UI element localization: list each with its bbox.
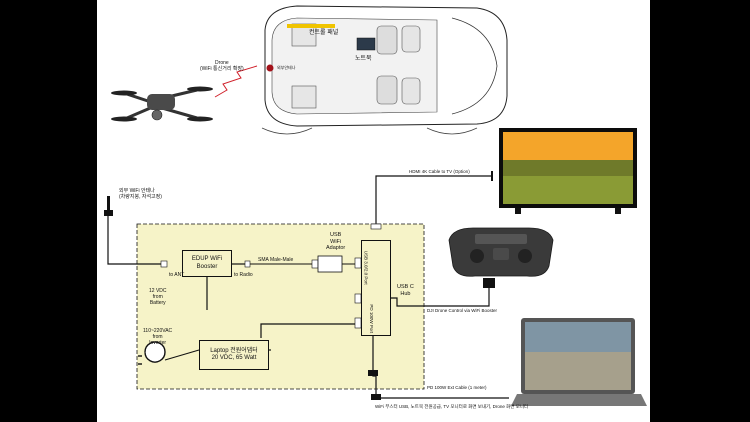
usb-hub-box [361,240,391,336]
sma-cable-label: SMA Male-Male [258,257,294,263]
hdmi-label: HDMI 4K Cable to TV (Option) [409,169,470,174]
adapter-subtitle: 20 VDC, 65 Watt [211,355,257,361]
drone-label-text: Drone [215,60,229,66]
van-console-label: 컨트롤 패널 [309,30,339,36]
van-laptop [356,37,376,51]
power-in-line-3: Battery [149,300,166,306]
booster-port-radio: to Radio [234,272,253,278]
ac-in-line-1: 110~220VAC [143,328,173,334]
ac-in-line-2: from [152,334,163,340]
footnote-text: WiFi 부스터 USB, 노트북 전원공급, TV 모니터로 화면 보내기, … [375,404,529,409]
hub-port-pd-label: PD 100W Port [369,304,375,334]
hub-sublabel-text: Hub [400,290,411,297]
diagram-lines [104,5,647,406]
power-in-label: 12 VDC from Battery [149,288,167,306]
booster-title: EDUP WiFi [191,256,223,263]
tv-graphic [499,128,637,214]
controller-graphic [448,227,554,277]
drone-graphic [111,86,213,122]
drone-sublabel-text: (WiFi 통신거리 확장) [200,66,244,72]
usb-wifi-line-3: Adaptor [326,245,346,252]
van-antenna-label: 외부안테나 [277,65,296,70]
antenna-dot [266,64,274,72]
van-laptop-label: 노트북 [355,56,372,62]
usb-wifi-line-2: WiFi [330,238,342,245]
laptop-graphic [511,318,647,406]
external-antenna-title: 외부 WiFi 안테나 [119,188,155,194]
antenna-body [107,196,110,210]
pd-cable-label: PD 100W Ext Cable (1 meter) [427,385,487,390]
booster-subtitle: Booster [196,263,218,270]
usb-adaptor-body [317,255,343,273]
hub-port-usb-label: USB 3.0/2.0 Port [363,250,369,285]
console-bar [287,24,335,28]
wifi-link [214,65,258,98]
hdmi-line [375,175,492,227]
controller-label: DJI Drone Control via WiFi Booster [427,308,498,313]
drone-label: Drone (WiFi 통신거리 확장) [200,60,244,72]
laptop-adapter-box: Laptop 전원어댑터 20 VDC, 65 Watt [199,340,269,370]
ac-in-label: 110~220VAC from Inverter [143,328,172,346]
ac-plug [138,341,200,365]
diagram-canvas: Drone (WiFi 통신거리 확장) 컨트롤 패널 노트북 외부안테나 외부… [97,0,650,422]
power-in-line-1: 12 VDC [149,288,167,294]
hub-label-text: USB C [397,284,414,290]
antenna-cable [107,216,161,265]
adapter-title: Laptop 전원어댑터 [210,347,258,354]
van-top-view [261,5,508,135]
external-antenna-label: 외부 WiFi 안테나 (차량지붕, 자석고정) [119,188,162,200]
booster-port-ant: to ANT [169,272,185,278]
usb-wifi-line-1: USB [329,232,342,238]
ac-in-line-3: Inverter [149,340,167,346]
usb-wifi-label: USB WiFi Adaptor [326,232,345,252]
adapter-to-hub [260,323,355,338]
power-in-line-2: from [152,294,163,300]
hub-label: USB C Hub [397,284,414,297]
booster-box: EDUP WiFi Booster [182,250,232,277]
external-antenna-sub: (차량지붕, 자석고정) [119,194,162,200]
